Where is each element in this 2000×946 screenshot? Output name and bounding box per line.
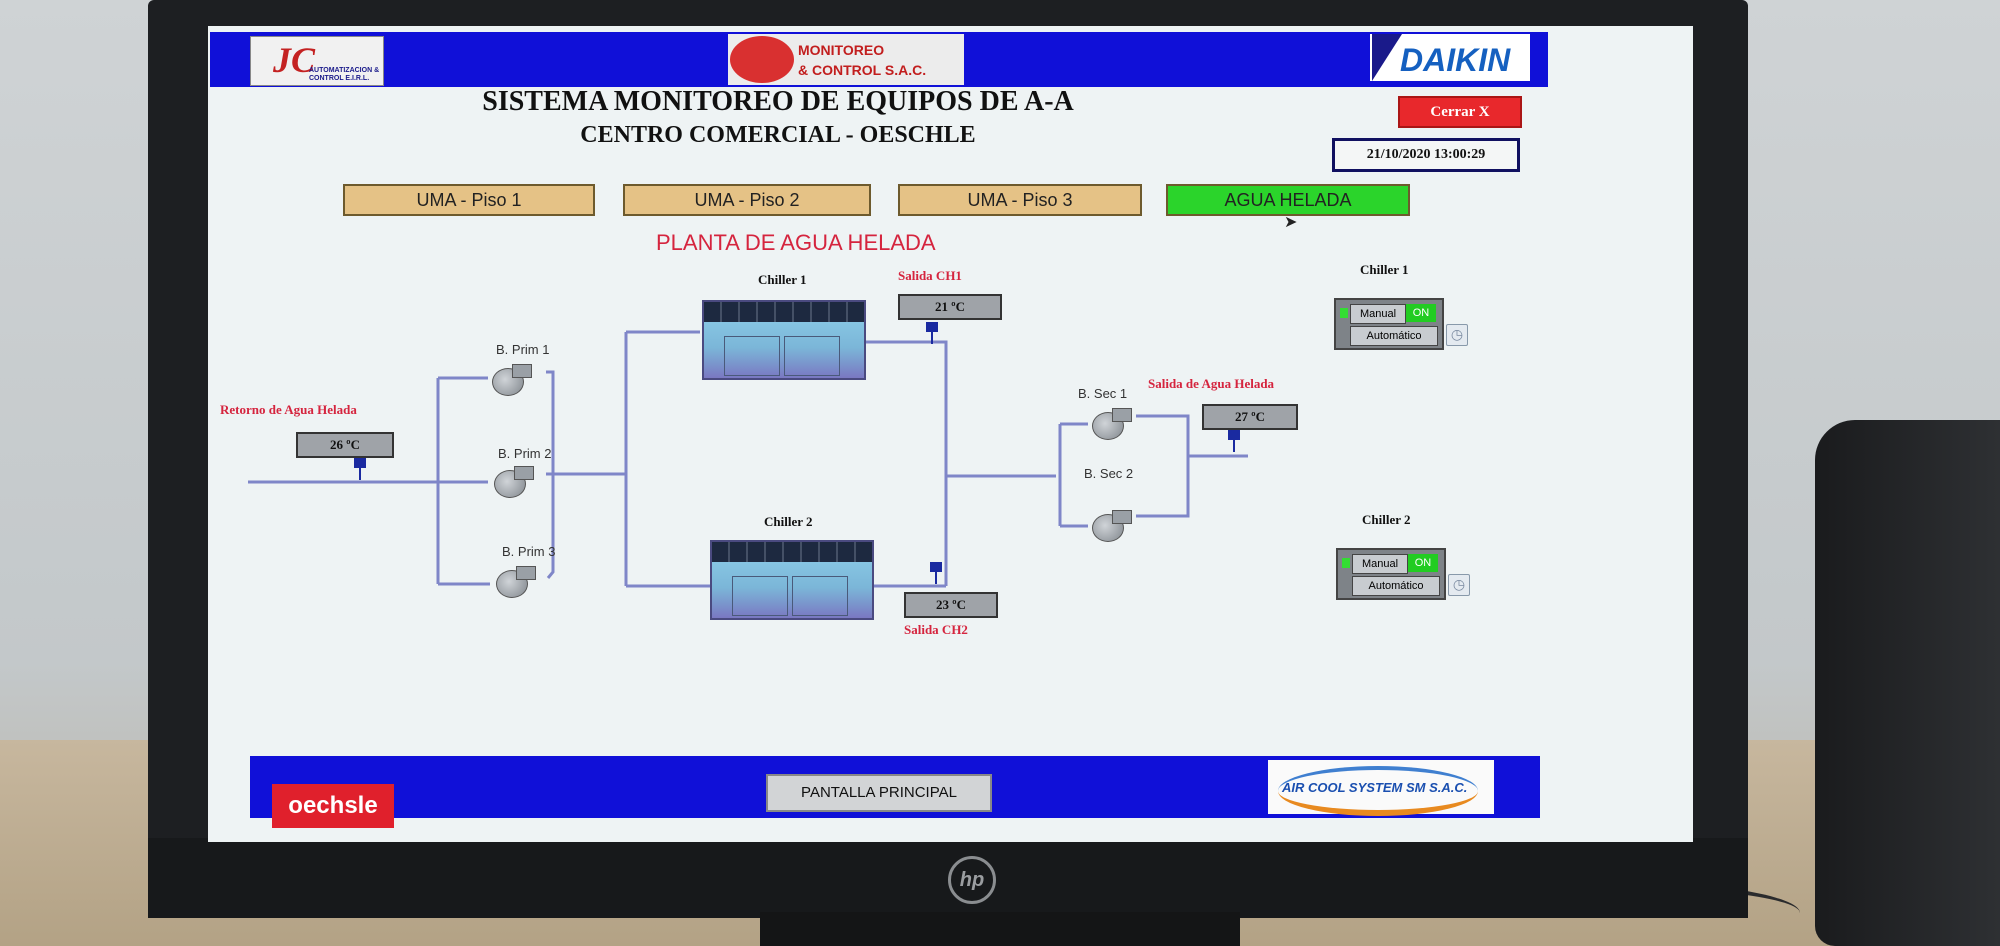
pipe-primary-manifold-right xyxy=(546,370,555,579)
control-chiller2-auto-button[interactable]: Automático xyxy=(1352,576,1440,596)
aircool-logo-text: AIR COOL SYSTEM SM S.A.C. xyxy=(1282,780,1468,795)
pump-sec2-label: B. Sec 2 xyxy=(1084,466,1134,481)
retorno-temperature-sensor-icon xyxy=(354,458,366,480)
daikin-logo-text: DAIKIN xyxy=(1400,42,1511,78)
datetime-display: 21/10/2020 13:00:29 xyxy=(1332,138,1520,172)
pantalla-principal-button[interactable]: PANTALLA PRINCIPAL xyxy=(766,774,992,812)
salida-ch2-label: Salida CH2 xyxy=(904,622,968,637)
header-bar: JC AUTOMATIZACION & CONTROL E.I.R.L. MON… xyxy=(210,32,1548,87)
scada-screen: JC AUTOMATIZACION & CONTROL E.I.R.L. MON… xyxy=(208,26,1693,842)
pump-prim3-icon[interactable] xyxy=(496,566,536,598)
control-chiller1-title: Chiller 1 xyxy=(1360,262,1409,277)
pipe-chiller1-out xyxy=(864,340,948,586)
control-chiller1-clock-icon[interactable]: ◷ xyxy=(1446,324,1468,346)
nav-uma-piso-2[interactable]: UMA - Piso 2 xyxy=(623,184,871,216)
salida-agua-helada-temp: 27 ºC xyxy=(1202,404,1298,430)
salida-ch1-label: Salida CH1 xyxy=(898,268,962,283)
mc-logo-line1: MONITOREO xyxy=(798,42,885,58)
section-title: PLANTA DE AGUA HELADA xyxy=(656,230,936,255)
aircool-logo: AIR COOL SYSTEM SM S.A.C. xyxy=(1268,760,1494,816)
pump-prim3-label: B. Prim 3 xyxy=(502,544,556,559)
control-chiller1-led xyxy=(1340,308,1348,318)
monitor-stand xyxy=(760,912,1240,946)
mc-logo-icon xyxy=(730,36,794,83)
control-chiller1-manual-button[interactable]: Manual xyxy=(1350,304,1406,324)
control-chiller2-status[interactable]: ON xyxy=(1408,554,1438,572)
footer-bar: oechsle PANTALLA PRINCIPAL AIR COOL SYST… xyxy=(250,756,1540,828)
pump-sec1-icon[interactable] xyxy=(1092,408,1132,440)
retorno-label: Retorno de Agua Helada xyxy=(220,402,357,417)
ch1-temperature-sensor-icon xyxy=(926,322,938,344)
salida-ch1-temp: 21 ºC xyxy=(898,294,1002,320)
chiller1-label: Chiller 1 xyxy=(758,272,807,287)
control-chiller2-clock-icon[interactable]: ◷ xyxy=(1448,574,1470,596)
nav-uma-piso-3[interactable]: UMA - Piso 3 xyxy=(898,184,1142,216)
pump-sec1-label: B. Sec 1 xyxy=(1078,386,1128,401)
control-chiller2-panel: Manual ON Automático xyxy=(1336,548,1446,600)
page-title: SISTEMA MONITOREO DE EQUIPOS DE A-A xyxy=(482,86,1074,117)
control-chiller2-title: Chiller 2 xyxy=(1362,512,1411,527)
oechsle-logo: oechsle xyxy=(272,784,394,828)
close-button[interactable]: Cerrar X xyxy=(1398,96,1522,128)
control-chiller1-auto-button[interactable]: Automático xyxy=(1350,326,1438,346)
aircool-logo-icon xyxy=(1278,766,1478,816)
salida-temperature-sensor-icon xyxy=(1228,430,1240,452)
salida-agua-helada-label: Salida de Agua Helada xyxy=(1148,376,1275,391)
desk-phone xyxy=(1815,420,2000,946)
mouse-cursor-icon: ➤ xyxy=(1284,212,1298,231)
chiller1-unit[interactable] xyxy=(702,300,866,380)
control-chiller1-status[interactable]: ON xyxy=(1406,304,1436,322)
daikin-logo: DAIKIN xyxy=(1370,34,1530,81)
jc-logo-subtext: AUTOMATIZACION & CONTROL E.I.R.L. xyxy=(309,67,380,82)
piping-diagram xyxy=(248,330,1248,588)
hp-logo-icon: hp xyxy=(948,856,996,904)
nav-agua-helada[interactable]: AGUA HELADA xyxy=(1166,184,1410,216)
daikin-logo-icon xyxy=(1372,34,1402,81)
pump-prim1-icon[interactable] xyxy=(492,364,532,396)
jc-logo: JC AUTOMATIZACION & CONTROL E.I.R.L. xyxy=(250,36,384,86)
pump-prim1-label: B. Prim 1 xyxy=(496,342,550,357)
ch2-temperature-sensor-icon xyxy=(930,562,942,584)
control-chiller2-led xyxy=(1342,558,1350,568)
pump-prim2-icon[interactable] xyxy=(494,466,534,498)
jc-logo-text: JC xyxy=(273,40,316,80)
control-chiller1-panel: Manual ON Automático xyxy=(1334,298,1444,350)
retorno-temp: 26 ºC xyxy=(296,432,394,458)
monitoreo-control-logo: MONITOREO & CONTROL S.A.C. xyxy=(728,34,964,85)
page-subtitle: CENTRO COMERCIAL - OESCHLE xyxy=(580,122,976,148)
pipe-secondary-manifold-right xyxy=(1136,414,1190,518)
chiller2-unit[interactable] xyxy=(710,540,874,620)
salida-ch2-temp: 23 ºC xyxy=(904,592,998,618)
pump-prim2-label: B. Prim 2 xyxy=(498,446,552,461)
nav-uma-piso-1[interactable]: UMA - Piso 1 xyxy=(343,184,595,216)
control-chiller2-manual-button[interactable]: Manual xyxy=(1352,554,1408,574)
pump-sec2-icon[interactable] xyxy=(1092,510,1132,542)
chiller2-label: Chiller 2 xyxy=(764,514,813,529)
mc-logo-line2: & CONTROL S.A.C. xyxy=(798,62,927,78)
